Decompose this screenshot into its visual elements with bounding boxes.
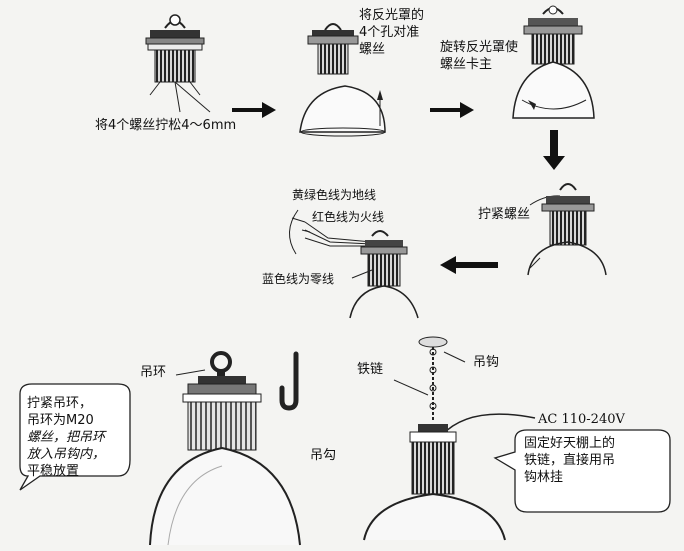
label-chain: 铁链 <box>357 362 384 377</box>
label-step3-line2: 螺丝卡主 <box>440 57 493 72</box>
callout-left-line1: 拧紧吊环， <box>27 396 93 411</box>
lamp-step2 <box>299 23 386 137</box>
label-step2-line2: 4个孔对准 <box>359 25 420 40</box>
lamp-step3 <box>512 5 595 119</box>
label-ring: 吊环 <box>140 365 167 380</box>
lamp-chain-mount <box>363 336 536 541</box>
lamp-ring-mount <box>149 351 301 546</box>
callout-right-line3: 钩林挂 <box>524 469 564 485</box>
callout-right-bubble <box>493 429 671 513</box>
arrow-down <box>543 130 565 170</box>
callout-left-line5: 平稳放置 <box>27 463 80 479</box>
callout-left-line4: 放入吊钩内， <box>27 446 106 462</box>
lamp-step5-wiring <box>289 209 419 319</box>
arrow-left <box>440 256 498 274</box>
lamp-step1 <box>145 14 211 113</box>
callout-left-line2: 吊环为M20 <box>27 412 94 428</box>
label-hook-left: 吊勾 <box>310 448 337 463</box>
callout-right-line1: 固定好天棚上的 <box>524 436 616 451</box>
callout-right-line2: 铁链，直接用吊 <box>524 452 616 468</box>
label-power-voltage: AC 110-240V <box>538 412 625 427</box>
label-wire-neutral: 蓝色线为零线 <box>262 272 335 286</box>
arrow-right-2 <box>430 102 474 118</box>
callout-left-text: 拧紧吊环， 吊环为M20 螺丝，把吊环 放入吊钩内， 平稳放置 <box>27 396 105 480</box>
lamp-step4 <box>527 183 607 276</box>
callout-left-bubble <box>19 383 131 491</box>
hook-shape <box>279 351 299 411</box>
label-wire-live: 红色线为火线 <box>312 210 385 224</box>
label-step2-line1: 将反光罩的 <box>359 8 425 23</box>
label-step1-loosen: 将4个螺丝拧松4～6mm <box>95 118 237 133</box>
arrow-right-1 <box>232 102 276 118</box>
callout-left-line3: 螺丝，把吊环 <box>27 429 106 445</box>
label-wire-ground: 黄绿色线为地线 <box>292 188 377 202</box>
label-step4-tighten: 拧紧螺丝 <box>478 207 531 222</box>
leader-lines <box>175 217 466 396</box>
label-step2-line3: 螺丝 <box>359 42 386 57</box>
label-hook-right: 吊钩 <box>473 355 500 370</box>
label-step3-line1: 旋转反光罩使 <box>440 40 519 55</box>
callout-right-text: 固定好天棚上的 铁链，直接用吊 钩林挂 <box>524 436 615 487</box>
